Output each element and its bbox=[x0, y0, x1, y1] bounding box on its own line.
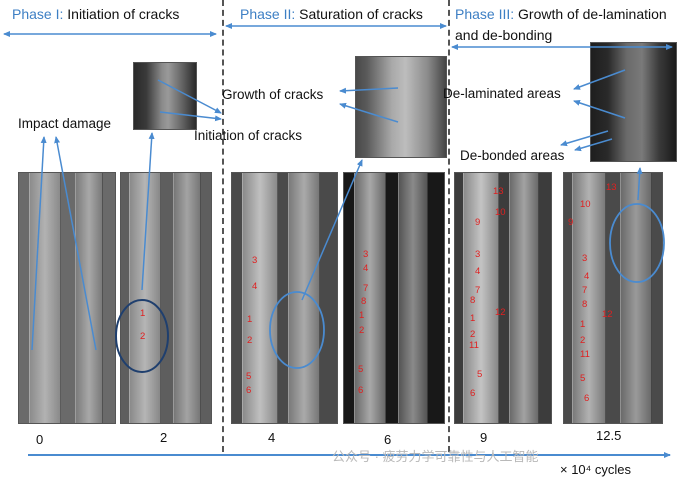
crack-number: 5 bbox=[246, 371, 252, 382]
cycle-label: 12.5 bbox=[596, 428, 622, 443]
crack-number: 13 bbox=[606, 182, 617, 193]
crack-number: 1 bbox=[470, 313, 476, 324]
initiation-arrow bbox=[141, 132, 155, 291]
crack-number: 10 bbox=[495, 207, 506, 218]
growth-arrow-1 bbox=[339, 87, 399, 94]
ellipse-phase-3 bbox=[609, 203, 665, 283]
crack-number: 7 bbox=[582, 285, 588, 296]
inset-arrow-2 bbox=[159, 111, 222, 122]
phase-2-title: Saturation of cracks bbox=[299, 6, 423, 22]
delam-link-arrow bbox=[636, 167, 643, 201]
crack-number: 10 bbox=[580, 199, 591, 210]
growth-arrow-2 bbox=[339, 102, 399, 123]
growth-of-cracks-label: Growth of cracks bbox=[222, 87, 324, 102]
crack-number: 5 bbox=[477, 369, 483, 380]
phase-divider-2 bbox=[448, 0, 450, 452]
crack-number: 2 bbox=[247, 335, 253, 346]
specimen-photo-2: 1 2 bbox=[120, 172, 212, 424]
crack-number: 3 bbox=[363, 249, 369, 260]
crack-number: 12 bbox=[495, 307, 506, 318]
specimen-photo-12-5: 13 10 9 3 4 7 8 12 1 2 11 5 6 bbox=[563, 172, 663, 424]
crack-number: 5 bbox=[580, 373, 586, 384]
initiation-of-cracks-label: Initiation of cracks bbox=[194, 128, 303, 143]
phase-1-title: Initiation of cracks bbox=[67, 6, 180, 22]
inset-photo-growth bbox=[355, 56, 447, 158]
crack-number: 2 bbox=[140, 331, 146, 342]
phase-2-prefix: Phase II: bbox=[240, 6, 296, 22]
crack-number: 6 bbox=[584, 393, 590, 404]
delam-arrow-1 bbox=[573, 69, 626, 90]
crack-number: 6 bbox=[246, 385, 252, 396]
crack-number: 9 bbox=[568, 217, 574, 228]
crack-number: 12 bbox=[602, 309, 613, 320]
crack-number: 6 bbox=[470, 388, 476, 399]
impact-arrow-1 bbox=[31, 136, 47, 351]
crack-number: 4 bbox=[475, 266, 481, 277]
inset-arrow-1 bbox=[157, 79, 222, 114]
crack-number: 11 bbox=[469, 340, 479, 351]
crack-number: 8 bbox=[582, 299, 588, 310]
crack-number: 3 bbox=[475, 249, 481, 260]
crack-number: 11 bbox=[580, 349, 590, 360]
phase-3-title-line2: and de-bonding bbox=[455, 27, 553, 43]
ellipse-phase-1 bbox=[115, 299, 169, 373]
delaminated-areas-label: De-laminated areas bbox=[443, 86, 561, 101]
crack-number: 5 bbox=[358, 364, 364, 375]
crack-number: 6 bbox=[358, 385, 364, 396]
cycle-label: 0 bbox=[36, 432, 44, 447]
crack-number: 1 bbox=[359, 310, 365, 321]
specimen-photo-4: 3 4 1 2 5 6 bbox=[231, 172, 338, 424]
delam-arrow-2 bbox=[573, 100, 626, 119]
phase-1-header: Phase I: Initiation of cracks bbox=[12, 6, 179, 22]
crack-number: 2 bbox=[359, 325, 365, 336]
crack-number: 8 bbox=[470, 295, 476, 306]
phase-3-title: Growth of de-lamination bbox=[518, 6, 667, 22]
crack-number: 7 bbox=[363, 283, 369, 294]
crack-number: 3 bbox=[582, 253, 588, 264]
crack-number: 4 bbox=[584, 271, 590, 282]
crack-number: 4 bbox=[252, 281, 258, 292]
cycle-label: 2 bbox=[160, 430, 168, 445]
crack-number: 2 bbox=[470, 329, 476, 340]
crack-number: 4 bbox=[363, 263, 369, 274]
growth-link-arrow bbox=[301, 159, 363, 301]
crack-number: 7 bbox=[475, 285, 481, 296]
crack-number: 8 bbox=[361, 296, 367, 307]
debonded-areas-label: De-bonded areas bbox=[460, 148, 565, 163]
specimen-photo-6: 3 4 7 8 1 2 5 6 bbox=[343, 172, 445, 424]
crack-number: 3 bbox=[252, 255, 258, 266]
cycle-label: 6 bbox=[384, 432, 392, 447]
crack-number: 9 bbox=[475, 217, 481, 228]
cycle-label: 4 bbox=[268, 430, 276, 445]
impact-damage-label: Impact damage bbox=[18, 116, 112, 131]
phase-3-prefix: Phase III: bbox=[455, 6, 515, 22]
crack-number: 1 bbox=[580, 319, 586, 330]
crack-number: 2 bbox=[580, 335, 586, 346]
specimen-photo-0 bbox=[18, 172, 116, 424]
crack-number: 1 bbox=[247, 314, 253, 325]
watermark-text: 公众号 · 疲劳力学可靠性与人工智能 bbox=[332, 449, 539, 464]
phase-2-header: Phase II: Saturation of cracks bbox=[240, 6, 423, 22]
cycle-label: 9 bbox=[480, 430, 488, 445]
ellipse-phase-2 bbox=[269, 291, 325, 369]
phase-3-header: Phase III: Growth of de-lamination bbox=[455, 6, 667, 22]
specimen-photo-9: 13 10 9 3 4 7 8 12 1 2 11 5 6 bbox=[454, 172, 552, 424]
impact-arrow-2 bbox=[54, 136, 97, 351]
crack-number: 1 bbox=[140, 308, 146, 319]
cycles-unit-label: × 10⁴ cycles bbox=[560, 462, 631, 477]
phase-divider-1 bbox=[222, 0, 224, 452]
crack-number: 13 bbox=[493, 186, 504, 197]
debond-arrow-2 bbox=[574, 138, 613, 152]
debond-arrow-1 bbox=[560, 130, 609, 147]
inset-photo-initiation bbox=[133, 62, 197, 130]
phase-1-prefix: Phase I: bbox=[12, 6, 64, 22]
